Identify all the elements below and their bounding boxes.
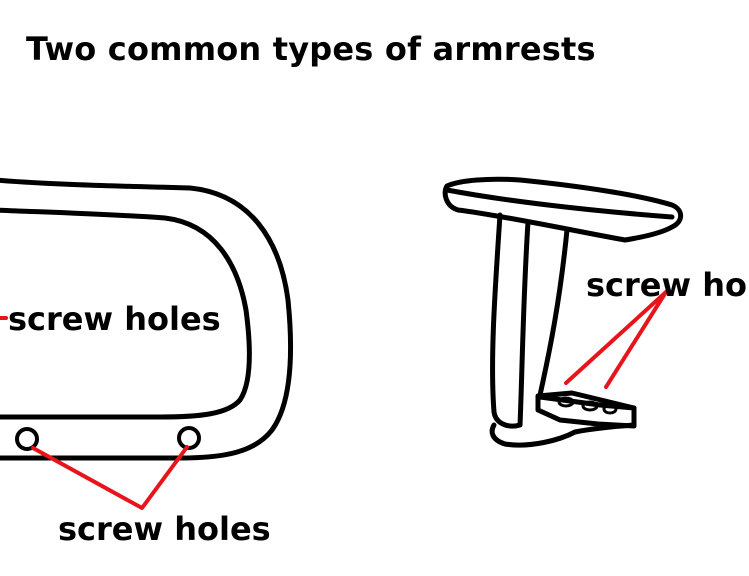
loop-armrest-inner-outline	[0, 207, 252, 420]
t-screw-hole-2	[581, 400, 599, 412]
loop-pointers	[0, 316, 189, 510]
t-arm-pointers	[564, 290, 668, 389]
t-armrest-pad	[442, 176, 684, 243]
t-arm-pointer-2	[604, 290, 668, 389]
diagram-title: Two common types of armrests	[26, 30, 596, 68]
t-armrest-post-back	[537, 227, 570, 398]
loop-screw-hole-left	[15, 427, 39, 451]
loop-bottom-pointer	[31, 445, 189, 510]
loop-side-holes-label: screw holes	[8, 300, 221, 338]
loop-screw-hole-right	[177, 426, 201, 450]
t-armrest-post	[490, 212, 531, 429]
loop-armrest	[0, 177, 294, 461]
t-arm-holes-label: screw holes	[586, 266, 749, 304]
t-arm-pointer-1	[564, 290, 668, 385]
t-armrest	[442, 176, 684, 448]
t-armrest-mount-plate	[535, 390, 637, 429]
t-screw-hole-3	[602, 403, 618, 415]
loop-armrest-outer-outline	[0, 177, 294, 461]
t-armrest-pad-edge	[444, 187, 675, 220]
t-screw-hole-1	[557, 396, 575, 408]
t-armrest-foot	[489, 422, 637, 448]
loop-bottom-holes-label: screw holes	[58, 510, 271, 548]
